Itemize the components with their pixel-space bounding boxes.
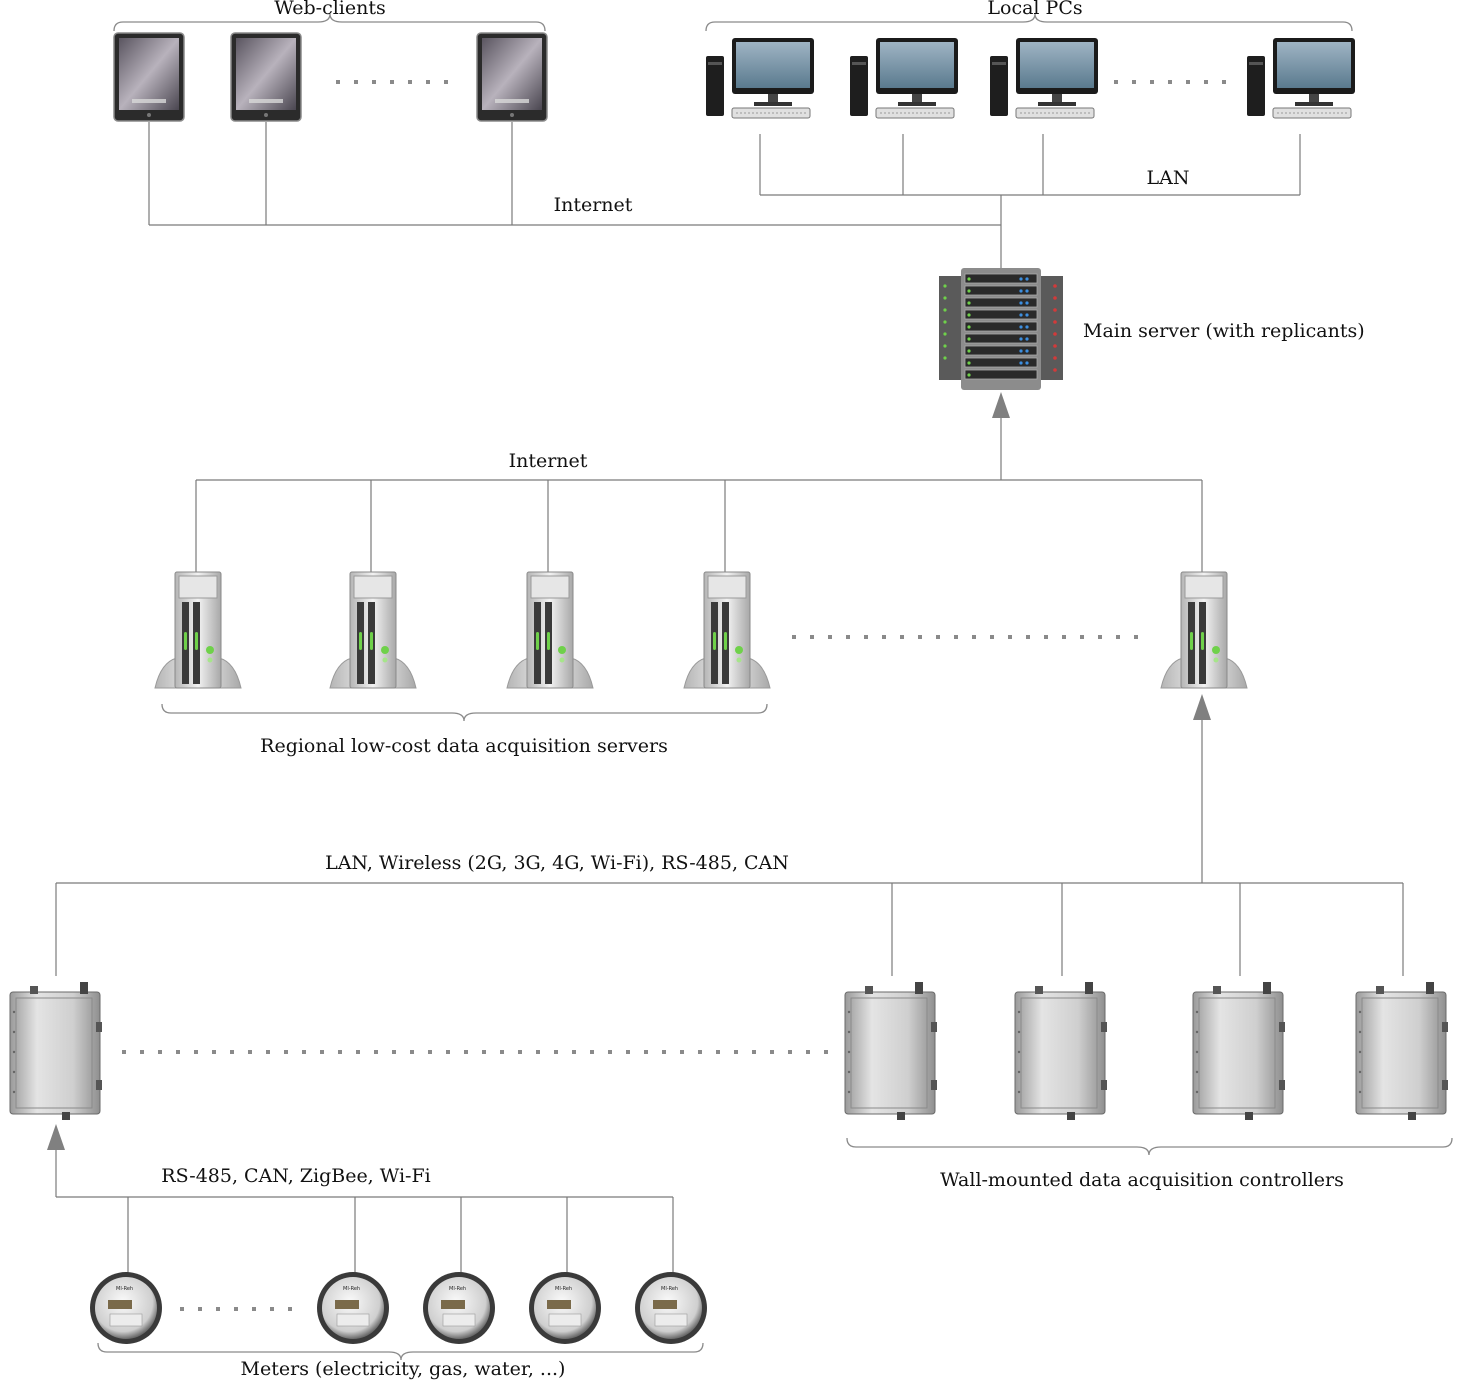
tablet-icon xyxy=(476,32,548,122)
brace-meters xyxy=(97,1342,704,1361)
utility-meter-icon xyxy=(89,1271,163,1345)
steel-enclosure-icon xyxy=(1014,981,1108,1121)
server-rack-icon xyxy=(938,267,1064,391)
label-controllers-link: LAN, Wireless (2G, 3G, 4G, Wi-Fi), RS-48… xyxy=(325,852,789,874)
steel-enclosure-icon xyxy=(844,981,938,1121)
brace-web-clients xyxy=(113,13,546,32)
utility-meter-icon xyxy=(316,1271,390,1345)
tower-server-icon xyxy=(154,571,242,689)
label-controllers: Wall-mounted data acquisition controller… xyxy=(940,1169,1344,1191)
arrow-to-regional-server xyxy=(1193,694,1211,883)
steel-enclosure-icon xyxy=(1192,981,1286,1121)
wires-meters xyxy=(56,1196,674,1274)
label-internet-top: Internet xyxy=(554,194,633,216)
label-regional-servers: Regional low-cost data acquisition serve… xyxy=(260,735,668,757)
desktop-pc-icon xyxy=(705,37,815,119)
tower-server-icon xyxy=(329,571,417,689)
tower-server-icon xyxy=(1160,571,1248,689)
label-main-server: Main server (with replicants) xyxy=(1083,320,1365,342)
tablet-icon xyxy=(113,32,185,122)
utility-meter-icon xyxy=(422,1271,496,1345)
brace-regional-servers xyxy=(161,703,768,722)
tablet-icon xyxy=(230,32,302,122)
desktop-pc-icon xyxy=(989,37,1099,119)
label-internet-mid: Internet xyxy=(509,450,588,472)
arrow-to-controller xyxy=(47,1124,65,1197)
wires-controllers xyxy=(55,882,1404,976)
desktop-pc-icon xyxy=(849,37,959,119)
label-local-pcs: Local PCs xyxy=(987,0,1082,19)
wires-top xyxy=(148,122,1301,268)
tower-server-icon xyxy=(683,571,771,689)
label-web-clients: Web-clients xyxy=(274,0,385,19)
tower-server-icon xyxy=(506,571,594,689)
utility-meter-icon xyxy=(528,1271,602,1345)
desktop-pc-icon xyxy=(1246,37,1356,119)
label-meters: Meters (electricity, gas, water, ...) xyxy=(241,1358,566,1380)
arrow-to-main-server xyxy=(992,392,1010,480)
brace-local-pcs xyxy=(705,13,1353,32)
label-meter-link: RS-485, CAN, ZigBee, Wi-Fi xyxy=(161,1165,430,1187)
utility-meter-icon xyxy=(634,1271,708,1345)
wires-regional xyxy=(195,479,1203,572)
steel-enclosure-icon xyxy=(1355,981,1449,1121)
brace-controllers xyxy=(846,1137,1453,1156)
label-lan-top: LAN xyxy=(1147,167,1190,189)
steel-enclosure-icon xyxy=(9,981,103,1121)
